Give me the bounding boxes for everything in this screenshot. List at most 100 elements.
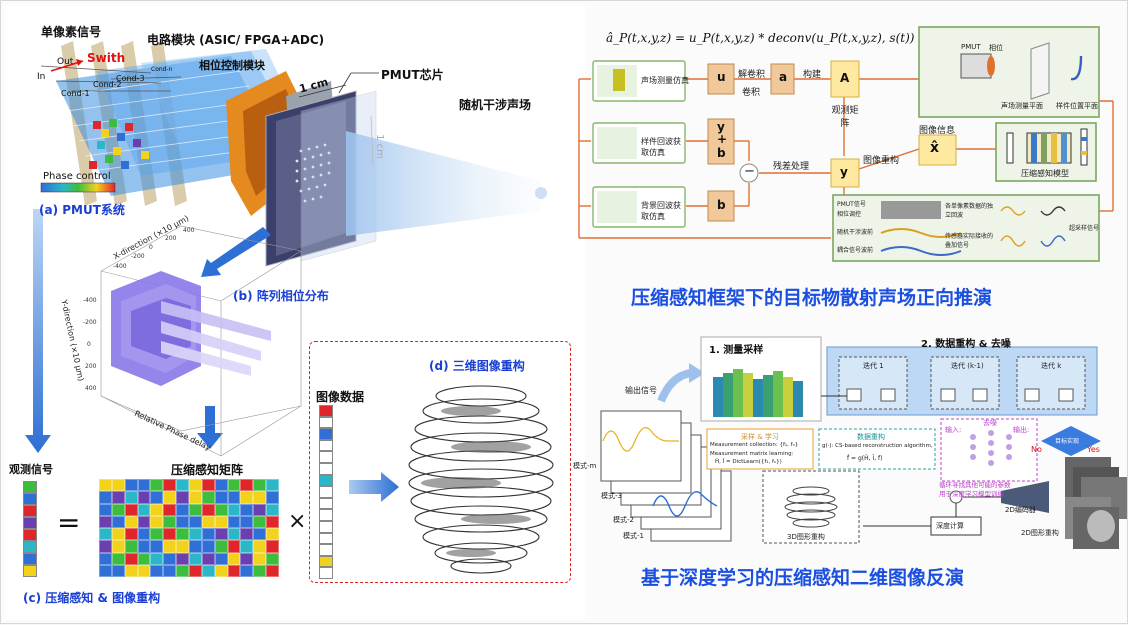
cs-matrix-cell — [201, 552, 215, 565]
x-tick-0: -400 — [113, 263, 127, 270]
label-iter3: 迭代 k — [1041, 362, 1062, 370]
cs-matrix-cell — [163, 564, 177, 577]
cs-matrix-cell — [253, 528, 267, 541]
cs-matrix-cell — [240, 491, 254, 504]
cs-matrix-cell — [188, 491, 202, 504]
cs-matrix-cell — [214, 564, 228, 577]
y-tick-3: 200 — [85, 363, 97, 370]
label-obs-matrix: 观测矩阵 — [831, 106, 859, 129]
label-data-recon: 2. 数据重构 & 去噪 — [921, 339, 1011, 350]
label-random-field: 随机干涉声场 — [459, 98, 532, 112]
panel-row3: 耦合信号波前 — [837, 247, 874, 254]
label-recon3d: (d) 三维图像重构 — [429, 359, 525, 373]
cs-matrix-cell — [111, 540, 125, 553]
label-recon2d: 2D图形重构 — [1021, 529, 1059, 537]
cs-matrix-cell — [188, 503, 202, 516]
sim1-label: 声场测量仿真 — [641, 76, 689, 85]
x-tick-1: -200 — [131, 253, 145, 260]
acoustic-beam — [346, 131, 541, 236]
label-mode-1: 模式-1 — [623, 532, 644, 540]
right-bottom-title: 基于深度学习的压缩感知二维图像反演 — [641, 567, 965, 589]
cs-matrix-cell — [188, 564, 202, 577]
cs-matrix-cell — [163, 515, 177, 528]
cs-matrix-cell — [253, 540, 267, 553]
label-dict-learn: Ĥ, Î = DictLearn({f₁, fₙ}) — [715, 459, 782, 465]
cs-matrix-cell — [176, 503, 189, 516]
mode-cards — [600, 410, 732, 542]
cs-matrix-cell — [253, 515, 267, 528]
cs-matrix-cell — [99, 503, 112, 516]
cs-matrix-cell — [150, 491, 164, 504]
cs-matrix-cell — [240, 503, 254, 516]
cs-matrix-cell — [240, 552, 254, 565]
cs-matrix-cell — [266, 479, 279, 492]
cs-matrix-cell — [240, 528, 254, 541]
label-mode-2: 模式-2 — [613, 516, 634, 524]
panel-desc2: 传感器实际接收的叠加信号 — [945, 233, 994, 249]
cs-matrix-cell — [137, 552, 151, 565]
cs-matrix-cell — [137, 540, 151, 553]
y-tick-4: 400 — [85, 385, 97, 392]
label-input: 输入: — [945, 426, 962, 434]
image-data-vector — [319, 405, 333, 579]
label-phase: 相位 — [989, 44, 1003, 52]
var-xhat: x̂ — [930, 140, 940, 156]
cs-matrix-cell — [176, 540, 189, 553]
cs-matrix-cell — [124, 528, 138, 541]
label-sampling-learning: 采样 & 学习 — [741, 433, 779, 441]
cs-matrix-cell — [214, 479, 228, 492]
label-measure-sampling: 1. 测量采样 — [709, 345, 764, 356]
label-pmut: PMUT — [961, 43, 981, 51]
y-tick-1: -200 — [83, 319, 97, 326]
diag-arrow — [201, 227, 271, 277]
cs-matrix-cell — [188, 528, 202, 541]
cs-matrix-cell — [266, 491, 279, 504]
label-sample-plane: 样件位置平面 — [1056, 102, 1098, 110]
var-yb-y: y — [717, 120, 725, 134]
panel-desc1: 各单像素数据的独立回波 — [945, 203, 994, 219]
panel-legend: 超采样信号 — [1069, 225, 1100, 232]
cs-matrix-cell — [163, 503, 177, 516]
cs-matrix-cell — [227, 528, 241, 541]
cs-matrix-cell — [150, 515, 164, 528]
cs-matrix-cell — [201, 540, 215, 553]
y-tick-2: 0 — [87, 341, 91, 348]
y-tick-0: -400 — [83, 297, 97, 304]
cs-matrix-cell — [214, 552, 228, 565]
phase-color-bar — [40, 182, 116, 193]
panel-row1a: PMUT信号 — [837, 201, 866, 208]
brain-scans — [1065, 457, 1127, 549]
label-build: 构建 — [803, 70, 822, 80]
var-b: b — [717, 198, 726, 212]
cs-matrix-cell — [188, 540, 202, 553]
pixel-cluster — [89, 119, 149, 169]
cs-matrix-cell — [227, 564, 241, 577]
cs-matrix-cell — [227, 515, 241, 528]
label-meas-learning: Measurement matrix learning: — [710, 451, 794, 457]
cs-matrix-cell — [227, 540, 241, 553]
label-pixel-signal: 单像素信号 — [41, 25, 102, 39]
cs-matrix-cell — [124, 540, 138, 553]
cs-matrix-cell — [214, 515, 228, 528]
label-mode-3: 模式-3 — [601, 492, 622, 500]
cs-matrix-cell — [124, 503, 138, 516]
cs-matrix-cell — [111, 552, 125, 565]
panel-row1b: 相位调控 — [837, 211, 862, 218]
label-output-signal: 输出信号 — [625, 386, 657, 395]
cs-matrix-cell — [137, 564, 151, 577]
label-loop-note1: 循环寻找其他可能的参数 — [939, 481, 1011, 489]
cs-matrix-cell — [137, 528, 151, 541]
label-conv: 卷积 — [742, 88, 761, 98]
cs-matrix-cell — [163, 479, 177, 492]
label-loop-note2: 用于深度学习模型训练 — [939, 490, 1004, 498]
cs-matrix-cell — [150, 479, 164, 492]
label-data-recon2: 数据重构 — [857, 433, 885, 441]
x-tick-4: 400 — [183, 227, 195, 234]
cs-matrix-cell — [111, 528, 125, 541]
label-meas-plane: 声场测量平面 — [1001, 102, 1043, 110]
cs-matrix-cell — [201, 515, 215, 528]
cs-matrix-cell — [99, 479, 112, 492]
